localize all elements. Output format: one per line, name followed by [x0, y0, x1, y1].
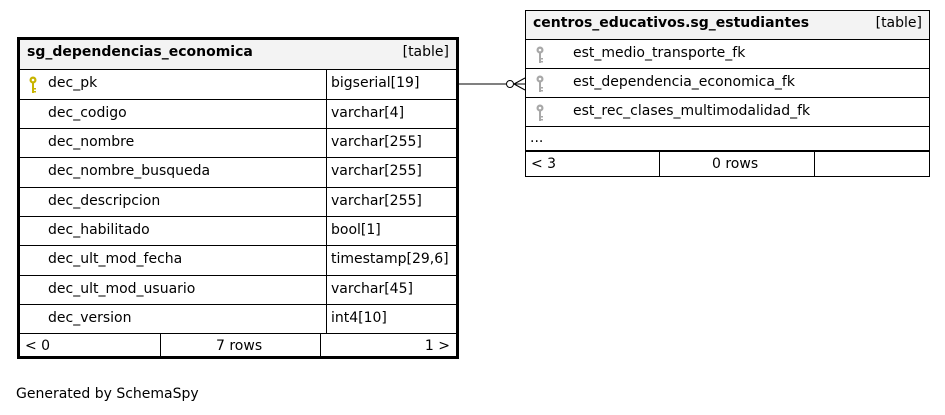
table-header[interactable]: centros_educativos.sg_estudiantes [table…	[526, 11, 929, 40]
table-footer: < 3 0 rows	[526, 151, 929, 176]
column-name[interactable]: dec_version	[48, 310, 132, 326]
column-row[interactable]: dec_pk bigserial[19]	[20, 70, 456, 100]
row-count: 7 rows	[216, 338, 263, 354]
column-name[interactable]: dec_nombre_busqueda	[48, 163, 211, 179]
column-name[interactable]: dec_ult_mod_usuario	[48, 281, 196, 297]
column-name[interactable]: est_medio_transporte_fk	[573, 45, 746, 61]
column-type: varchar[255]	[331, 193, 422, 209]
column-row[interactable]: dec_descripcion varchar[255]	[20, 188, 456, 217]
column-type: bool[1]	[331, 222, 381, 238]
column-row[interactable]: est_dependencia_economica_fk	[526, 69, 929, 98]
zero-optional-marker	[506, 80, 514, 88]
column-row[interactable]: dec_ult_mod_fecha timestamp[29,6]	[20, 246, 456, 276]
column-name[interactable]: dec_descripcion	[48, 193, 161, 209]
column-name[interactable]: dec_nombre	[48, 134, 135, 150]
column-row[interactable]: dec_ult_mod_usuario varchar[45]	[20, 276, 456, 305]
foreign-key-icon	[535, 104, 545, 122]
foreign-key-icon	[535, 75, 545, 93]
column-name[interactable]: dec_ult_mod_fecha	[48, 251, 183, 267]
more-columns-row: ...	[526, 127, 929, 151]
table-kind: [table]	[402, 44, 449, 60]
column-type: varchar[255]	[331, 134, 422, 150]
row-count: 0 rows	[712, 156, 759, 172]
table-sg-dependencias-economica[interactable]: sg_dependencias_economica [table] dec_pk…	[17, 37, 459, 359]
column-type: varchar[45]	[331, 281, 413, 297]
column-row[interactable]: est_medio_transporte_fk	[526, 40, 929, 69]
column-row[interactable]: dec_version int4[10]	[20, 305, 456, 334]
column-type: varchar[255]	[331, 163, 422, 179]
table-kind: [table]	[875, 15, 922, 31]
column-name[interactable]: est_rec_clases_multimodalidad_fk	[573, 103, 811, 119]
column-row[interactable]: est_rec_clases_multimodalidad_fk	[526, 98, 929, 127]
column-type: varchar[4]	[331, 105, 405, 121]
generated-by-caption: Generated by SchemaSpy	[16, 386, 199, 402]
ellipsis: ...	[530, 130, 544, 146]
table-name[interactable]: centros_educativos.sg_estudiantes	[533, 15, 810, 31]
column-row[interactable]: dec_habilitado bool[1]	[20, 217, 456, 246]
column-type: timestamp[29,6]	[331, 251, 449, 267]
table-name[interactable]: sg_dependencias_economica	[27, 44, 253, 60]
column-name[interactable]: dec_habilitado	[48, 222, 150, 238]
column-row[interactable]: dec_nombre_busqueda varchar[255]	[20, 158, 456, 188]
table-footer: < 0 7 rows 1 >	[20, 334, 456, 358]
column-type: bigserial[19]	[331, 75, 420, 91]
column-name[interactable]: dec_codigo	[48, 105, 127, 121]
column-row[interactable]: dec_nombre varchar[255]	[20, 129, 456, 158]
column-row[interactable]: dec_codigo varchar[4]	[20, 100, 456, 129]
children-count[interactable]: 1 >	[424, 338, 450, 354]
table-sg-estudiantes[interactable]: centros_educativos.sg_estudiantes [table…	[525, 10, 930, 177]
column-type: int4[10]	[331, 310, 387, 326]
crowfoot-marker	[513, 77, 526, 85]
parents-count[interactable]: < 3	[531, 156, 557, 172]
foreign-key-icon	[535, 46, 545, 64]
table-header[interactable]: sg_dependencias_economica [table]	[20, 40, 456, 70]
primary-key-icon	[28, 76, 38, 94]
column-name[interactable]: dec_pk	[48, 75, 98, 91]
column-name[interactable]: est_dependencia_economica_fk	[573, 74, 795, 90]
parents-count[interactable]: < 0	[25, 338, 51, 354]
